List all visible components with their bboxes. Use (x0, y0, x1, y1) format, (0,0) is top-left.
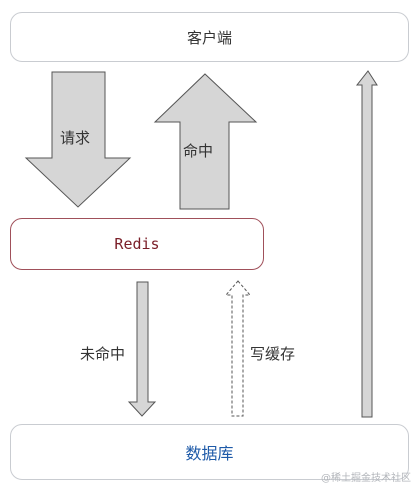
db-to-client-arrow (355, 70, 378, 418)
watermark: @稀土掘金技术社区 (321, 473, 411, 484)
redis-node: Redis (10, 218, 264, 270)
write-cache-label: 写缓存 (250, 345, 296, 363)
miss-label: 未命中 (80, 345, 126, 363)
client-label: 客户端 (186, 28, 232, 47)
hit-label: 命中 (183, 142, 214, 160)
request-label: 请求 (60, 129, 91, 147)
miss-arrow (127, 281, 157, 417)
client-node: 客户端 (10, 12, 409, 62)
write-cache-arrow (224, 280, 252, 417)
database-label: 数据库 (185, 444, 234, 463)
redis-label: Redis (114, 235, 160, 253)
database-node: 数据库 (10, 424, 409, 480)
hit-arrow (153, 73, 258, 210)
request-arrow (24, 71, 132, 208)
